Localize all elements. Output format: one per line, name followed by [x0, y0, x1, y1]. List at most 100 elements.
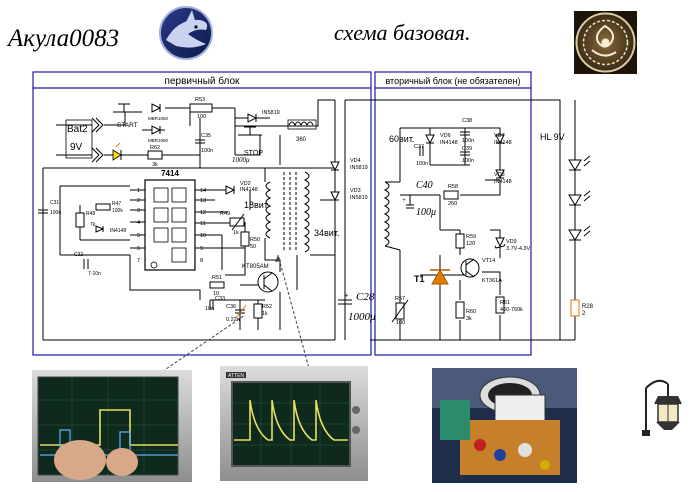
svg-text:100μ: 100μ	[416, 207, 436, 218]
potentiometer-r57: R57 100	[391, 296, 409, 326]
diode-vd8: VD8 IN4148	[494, 169, 512, 185]
resistor-r59: R59 120	[455, 233, 476, 249]
secondary-block-frame	[374, 71, 532, 356]
svg-text:R50: R50	[250, 237, 260, 243]
diode-vd2: VD2 IN4148	[225, 181, 258, 195]
chip-7414: 7414 1 2 3 4 5 6 7 14 13 12 11 10 9 8	[137, 169, 206, 271]
svg-text:7-10n: 7-10n	[88, 271, 101, 277]
svg-text:START: START	[117, 122, 138, 129]
diode-mbr2: MBR1060	[148, 125, 169, 143]
svg-text:MBR1060: MBR1060	[148, 138, 169, 143]
secondary-block-label: вторичный блок (не обязателен)	[385, 76, 520, 86]
resistor-r51: R51 10	[209, 275, 225, 297]
svg-text:10: 10	[213, 291, 219, 297]
svg-text:VT14: VT14	[482, 258, 495, 264]
svg-text:3k: 3k	[466, 316, 472, 322]
battery-voltage: 9V	[70, 142, 83, 153]
svg-text:IN5819: IN5819	[350, 195, 368, 201]
svg-text:R49: R49	[220, 211, 230, 217]
primary-block-label: первичный блок	[165, 75, 241, 87]
diode-vd1: IN4148	[95, 225, 126, 234]
svg-text:IN4148: IN4148	[494, 140, 512, 146]
svg-text:IN5819: IN5819	[350, 165, 368, 171]
svg-text:C38: C38	[462, 118, 472, 124]
svg-text:13: 13	[200, 198, 206, 204]
capacitor-c39: C39 100n	[460, 146, 474, 164]
svg-text:9: 9	[200, 246, 203, 252]
capacitor-c37: C37 100n	[414, 144, 428, 167]
svg-text:VD8: VD8	[494, 172, 505, 178]
capacitor-c38: C38 100n	[460, 118, 474, 144]
resistor-r47: R47 100k	[95, 201, 123, 214]
diode-vd7: VD7 IN4148	[494, 133, 512, 146]
diode-vd4: VD4 IN5819	[330, 158, 368, 172]
svg-text:4: 4	[137, 220, 140, 226]
bat2-label: Bat2	[67, 124, 88, 135]
svg-text:10n: 10n	[205, 306, 214, 312]
capacitor-c32: C32 7-10n	[74, 252, 101, 277]
svg-text:R28: R28	[582, 304, 594, 310]
svg-text:100k: 100k	[112, 208, 123, 214]
svg-text:C28: C28	[356, 291, 375, 303]
svg-text:R53: R53	[195, 97, 205, 103]
capacitor-c40: + C40 100μ	[402, 180, 436, 218]
svg-text:C35: C35	[201, 133, 211, 139]
svg-text:R47: R47	[112, 201, 121, 207]
svg-text:7k: 7k	[90, 222, 96, 228]
svg-text:6: 6	[137, 246, 140, 252]
resistor-r61: R61 460-760k	[495, 296, 523, 314]
potentiometer-r49: R49 1k	[220, 211, 245, 236]
svg-text:IN4148: IN4148	[440, 140, 458, 146]
svg-text:R52: R52	[262, 304, 272, 310]
svg-text:VD7: VD7	[494, 133, 505, 139]
svg-text:1k: 1k	[262, 311, 268, 317]
hl-9v-label: HL 9V	[540, 132, 565, 142]
author-name: Акула0083	[6, 25, 119, 52]
battery-terminals	[65, 117, 104, 163]
svg-text:IN5819: IN5819	[262, 110, 280, 116]
svg-text:0.22n: 0.22n	[226, 317, 240, 323]
svg-text:C33: C33	[215, 296, 225, 302]
thyristor-t1: T1	[414, 268, 450, 285]
resistor-r50: R50 50	[240, 231, 260, 250]
svg-text:KT361A: KT361A	[482, 278, 502, 284]
turns-34-label: 34вит.	[314, 228, 339, 238]
svg-text:IN4148: IN4148	[240, 187, 258, 193]
turns-18-label: 18вит	[244, 200, 268, 210]
diode-in5819-top: IN5819	[247, 110, 280, 123]
resistor-r53: R53 100	[189, 97, 213, 120]
shark-logo-icon	[159, 6, 213, 60]
svg-text:7: 7	[137, 258, 140, 264]
start-button[interactable]: START	[113, 103, 138, 129]
transistor-vt14: VT14 KT361A	[460, 258, 502, 284]
svg-text:C36: C36	[226, 304, 236, 310]
svg-text:11: 11	[200, 221, 206, 227]
svg-text:R60: R60	[466, 309, 476, 315]
resistor-r48: R48 7k	[75, 211, 96, 228]
led-chain-9v	[568, 155, 591, 241]
svg-text:10: 10	[200, 233, 206, 239]
svg-text:120: 120	[466, 241, 475, 247]
svg-text:12: 12	[200, 210, 206, 216]
svg-text:100n: 100n	[201, 148, 213, 154]
svg-text:7414: 7414	[161, 169, 179, 178]
svg-text:5: 5	[137, 233, 140, 239]
svg-text:50: 50	[250, 244, 256, 250]
resistor-r58: R58 260	[443, 184, 459, 207]
svg-text:460-760k: 460-760k	[500, 307, 523, 313]
capacitor-c33: C33 10n	[205, 296, 225, 312]
ornament-icon	[574, 11, 637, 74]
resistor-r52: R52 1k	[253, 303, 272, 319]
svg-text:260: 260	[448, 201, 457, 207]
cap-1000u-small: 1000μ	[232, 156, 250, 164]
svg-text:VD9: VD9	[506, 239, 517, 245]
diode-vd6: VD6 IN4148	[425, 133, 458, 146]
inductor-360: 360	[287, 119, 317, 143]
capacitor-c31: C31 100n	[38, 200, 61, 216]
svg-text:MBR1060: MBR1060	[148, 116, 169, 121]
diode-vd9: VD9 3.7V-4.3V	[494, 237, 530, 252]
stop-button[interactable]: STOP	[238, 126, 263, 157]
svg-text:IN4148: IN4148	[110, 228, 126, 234]
svg-text:C31: C31	[50, 200, 59, 206]
device-photo	[432, 368, 577, 483]
